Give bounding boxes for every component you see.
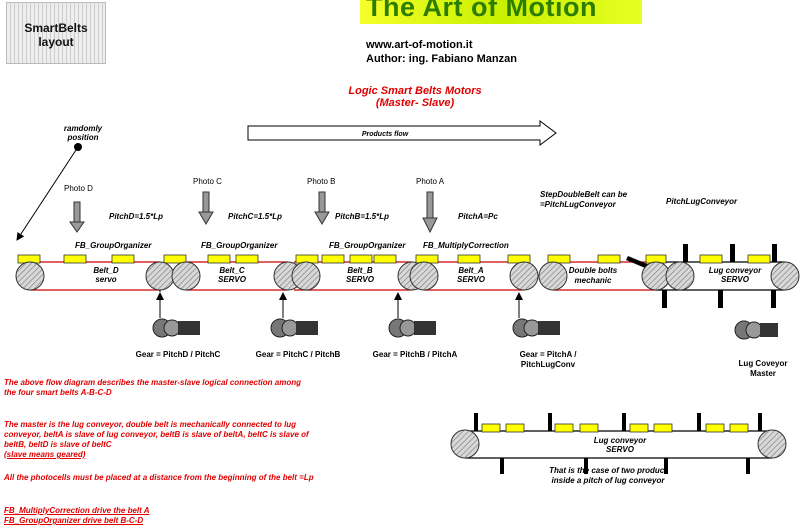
diagram-title: Logic Smart Belts Motors (Master- Slave) [320,85,510,109]
products-flow-arrow [247,120,557,146]
random-position-arrow [16,149,77,241]
gear-motor-1 [152,318,200,338]
lug2-type: SERVO [605,445,634,454]
title-line-1: Logic Smart Belts Motors [348,85,482,97]
belt-d-name: Belt_D [93,266,119,275]
belt-a-type: SERVO [456,275,485,284]
lug2-name: Lug conveyor [593,436,647,445]
lug2-label: Lug conveyor SERVO [580,436,660,454]
website-text: www.art-of-motion.it [366,39,473,51]
photo-a-arrow [422,191,438,234]
gear-arrows [156,290,523,318]
author-text: Author: ing. Fabiano Manzan [366,53,517,65]
pitch-a-label: PitchA=Pc [458,212,498,221]
belt-a-label: Belt_A SERVO [451,266,491,284]
photo-b-label: Photo B [307,177,336,186]
belt-b-label: Belt_B SERVO [340,266,380,284]
fb-label-a: FB_MultiplyCorrection [423,241,509,250]
note-paragraph-3: All the photocells must be placed at a d… [4,473,314,482]
photo-c-label: Photo C [193,177,222,186]
note-slave-geared: (slave means geared) [4,450,86,459]
photo-b-arrow [314,191,330,225]
smartbelts-logo: SmartBelts layout [6,2,106,64]
lug-conveyor-name: Lug conveyor [708,266,762,275]
belt-d-type: servo [95,275,117,284]
belt-c-type: SERVO [217,275,246,284]
fb-label-c: FB_GroupOrganizer [201,241,278,250]
photo-a-label: Photo A [416,177,445,186]
gear-label-2: Gear = PitchC / PitchB [255,350,341,359]
note-paragraph-2: The master is the lug conveyor, double b… [4,420,309,449]
belt-b-name: Belt_B [347,266,373,275]
note-fb-multiply: FB_MultiplyCorrection drive the belt A [4,506,150,515]
products [17,254,771,264]
note-paragraph-1: The above flow diagram describes the mas… [4,378,301,397]
gear-motor-2 [270,318,318,338]
lug-master-motor [734,320,778,340]
lug-conveyor-type: SERVO [720,275,749,284]
random-position-dot [74,143,82,151]
lug-master-label: Lug Coveyor Master [738,359,788,378]
gear-motor-4 [512,318,560,338]
photo-d-label: Photo D [64,184,93,193]
logo-label: SmartBelts layout [24,21,88,49]
gear-label-4: Gear = PitchA / PitchLugConv [519,350,577,369]
gear-label-1: Gear = PitchD / PitchC [135,350,221,359]
products-flow-label: Products flow [362,131,409,138]
lug-conveyor-2 [450,413,787,474]
note-fb-group: FB_GroupOrganizer drive belt B-C-D [4,516,144,525]
fb-label-b: FB_GroupOrganizer [329,241,406,250]
gear-motor-3 [388,318,436,338]
belt-b-type: SERVO [345,275,374,284]
pulleys [15,261,800,291]
photo-d-arrow [69,201,85,233]
banner-text: The Art of Motion [366,0,597,22]
gear-label-3: Gear = PitchB / PitchA [372,350,458,359]
pitch-lug-label: PitchLugConveyor [666,197,738,206]
step-double-label: StepDoubleBelt can be =PitchLugConveyor [540,190,628,209]
pitch-d-label: PitchD=1.5*Lp [109,212,164,221]
double-belts-label: Double bolts mechanic [568,266,618,285]
belt-c-name: Belt_C [219,266,245,275]
art-of-motion-banner: The Art of Motion [360,0,642,24]
fb-label-d: FB_GroupOrganizer [75,241,152,250]
pitch-b-label: PitchB=1.5*Lp [335,212,390,221]
pitch-c-label: PitchC=1.5*Lp [228,212,283,221]
lug2-caption: That is the case of two product inside a… [549,466,667,485]
belt-d-label: Belt_D servo [86,266,126,284]
belt-a-name: Belt_A [458,266,484,275]
random-position-label: ramdomly position [63,124,103,142]
title-line-2: (Master- Slave) [375,97,455,109]
belt-c-label: Belt_C SERVO [212,266,252,284]
photo-c-arrow [198,191,214,225]
lug-conveyor-label: Lug conveyor SERVO [700,266,770,284]
